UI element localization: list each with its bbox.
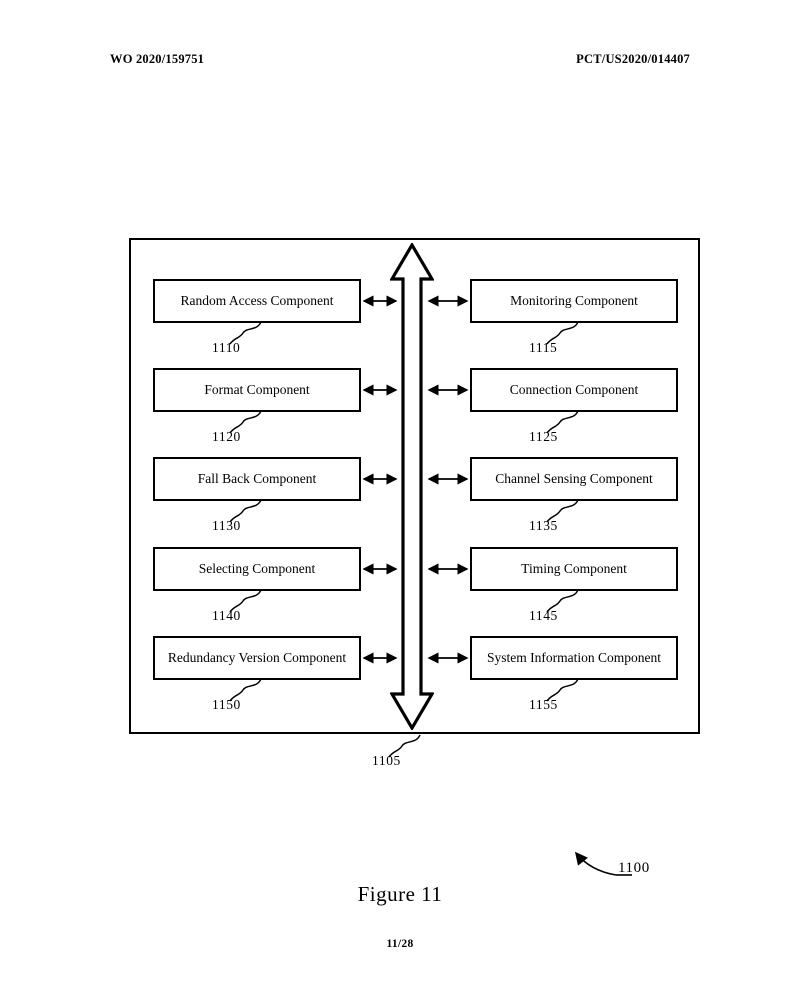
component-label: Format Component [204, 382, 310, 398]
component-box-selecting[interactable]: Selecting Component [153, 547, 361, 591]
component-box-monitoring[interactable]: Monitoring Component [470, 279, 678, 323]
connector-arrow-row3-right [427, 563, 469, 575]
ref-numeral-1135: 1135 [529, 518, 558, 533]
component-label: Redundancy Version Component [167, 650, 347, 666]
ref-numeral-1150: 1150 [212, 697, 241, 712]
connector-arrow-row3-left [362, 563, 398, 575]
component-label: Random Access Component [180, 293, 334, 309]
connector-arrow-row4-left [362, 652, 398, 664]
ref-numeral-1125: 1125 [529, 429, 558, 444]
component-label: Selecting Component [198, 561, 316, 577]
ref-numeral-1155: 1155 [529, 697, 558, 712]
publication-number: WO 2020/159751 [110, 52, 205, 66]
component-label: Connection Component [509, 382, 639, 398]
component-box-system-information[interactable]: System Information Component [470, 636, 678, 680]
connector-arrow-row0-left [362, 295, 398, 307]
component-label: System Information Component [487, 650, 661, 666]
sheet-page-number: 11/28 [386, 938, 414, 950]
connector-arrow-row1-right [427, 384, 469, 396]
ref-numeral-1140: 1140 [212, 608, 241, 623]
component-label: Timing Component [521, 561, 627, 577]
ref-numeral-1100: 1100 [618, 860, 650, 876]
ref-numeral-1105: 1105 [372, 753, 401, 768]
connector-arrow-row2-right [427, 473, 469, 485]
ref-numeral-1120: 1120 [212, 429, 241, 444]
application-number: PCT/US2020/014407 [576, 52, 690, 66]
ref-numeral-1110: 1110 [212, 340, 241, 355]
component-label: Fall Back Component [197, 471, 317, 487]
component-box-channel-sensing[interactable]: Channel Sensing Component [470, 457, 678, 501]
connector-arrow-row2-left [362, 473, 398, 485]
component-box-fall-back[interactable]: Fall Back Component [153, 457, 361, 501]
figure-caption: Figure 11 [357, 882, 443, 906]
component-box-random-access[interactable]: Random Access Component [153, 279, 361, 323]
component-label: Monitoring Component [510, 293, 638, 309]
component-box-timing[interactable]: Timing Component [470, 547, 678, 591]
component-label: Channel Sensing Component [495, 471, 653, 487]
connector-arrow-row1-left [362, 384, 398, 396]
ref-numeral-1145: 1145 [529, 608, 558, 623]
page-header: WO 2020/159751 PCT/US2020/014407 [110, 52, 690, 67]
callout-arrow-1100 [574, 851, 632, 876]
component-box-format[interactable]: Format Component [153, 368, 361, 412]
ref-numeral-1115: 1115 [529, 340, 558, 355]
bidirectional-bus-arrow-icon [390, 243, 434, 730]
ref-numeral-1130: 1130 [212, 518, 241, 533]
connector-arrow-row0-right [427, 295, 469, 307]
component-box-connection[interactable]: Connection Component [470, 368, 678, 412]
connector-arrow-row4-right [427, 652, 469, 664]
component-box-redundancy-version[interactable]: Redundancy Version Component [153, 636, 361, 680]
